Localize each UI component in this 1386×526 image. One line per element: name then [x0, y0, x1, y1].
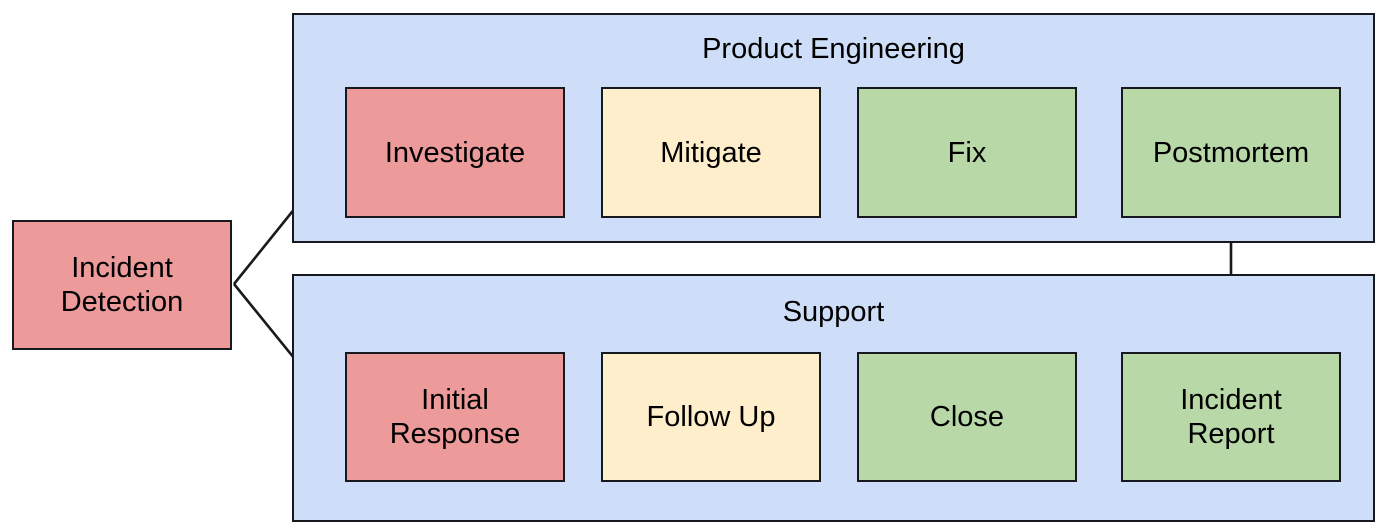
node-initial-response-label: Initial Response — [389, 384, 521, 450]
node-incident-detection-label: Incident Detection — [60, 252, 184, 318]
node-follow-up-label: Follow Up — [646, 401, 776, 433]
node-postmortem-label: Postmortem — [1152, 136, 1310, 169]
node-mitigate-label: Mitigate — [660, 136, 762, 169]
node-initial-response[interactable]: Initial Response — [345, 352, 565, 482]
node-postmortem[interactable]: Postmortem — [1121, 87, 1341, 218]
node-follow-up[interactable]: Follow Up — [601, 352, 821, 482]
node-investigate-label: Investigate — [384, 136, 526, 169]
lane-product-engineering-title: Product Engineering — [702, 33, 965, 65]
node-investigate[interactable]: Investigate — [345, 87, 565, 218]
lane-support-title: Support — [782, 296, 885, 328]
node-close-label: Close — [929, 401, 1005, 433]
node-incident-report-label: Incident Report — [1180, 384, 1282, 450]
node-fix[interactable]: Fix — [857, 87, 1077, 218]
node-mitigate[interactable]: Mitigate — [601, 87, 821, 218]
node-fix-label: Fix — [947, 136, 987, 169]
node-incident-detection[interactable]: Incident Detection — [12, 220, 232, 350]
node-close[interactable]: Close — [857, 352, 1077, 482]
node-incident-report[interactable]: Incident Report — [1121, 352, 1341, 482]
